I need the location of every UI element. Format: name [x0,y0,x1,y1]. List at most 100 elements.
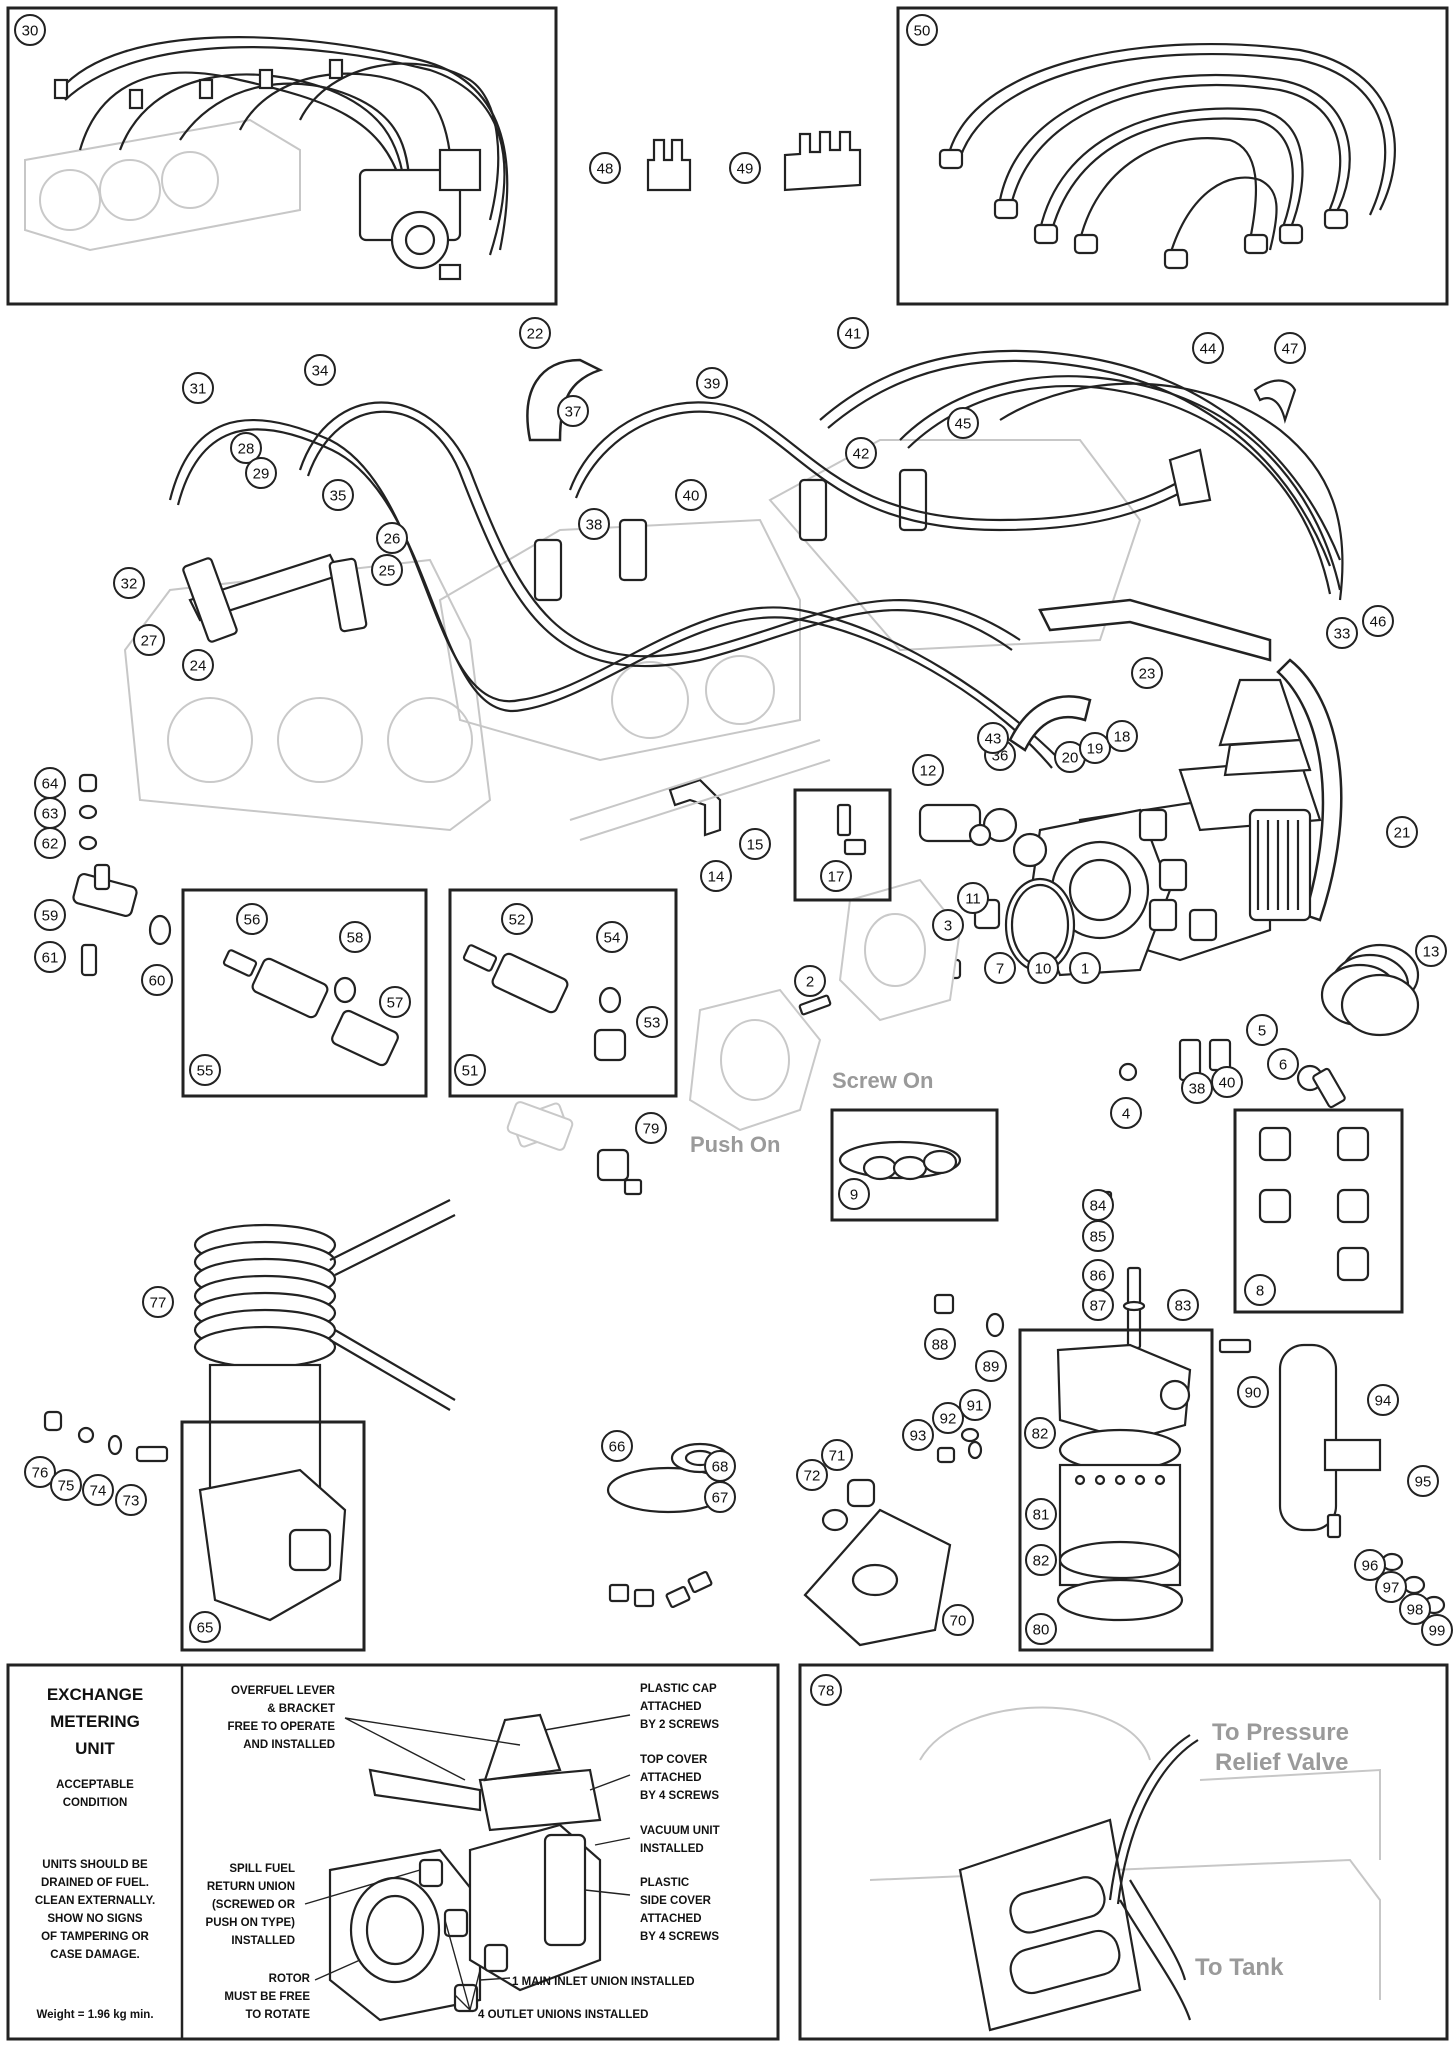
exchange-weight: Weight = 1.96 kg min. [36,2009,153,2021]
callout-45: 45 [947,407,979,439]
callout-circle [339,921,371,953]
exchange-title-1: EXCHANGE [47,1685,143,1704]
label-push-on: Push On [690,1132,780,1157]
callout-57: 57 [379,986,411,1018]
callout-27: 27 [133,624,165,656]
callout-number: 12 [920,763,937,780]
callout-number: 41 [845,326,862,343]
callout-74: 74 [82,1474,114,1506]
outlet-label: 4 OUTLET UNIONS INSTALLED [478,2009,648,2021]
callout-circle [902,1419,934,1451]
overfuel-label-4: AND INSTALLED [243,1739,335,1751]
callout-circle [845,437,877,469]
callout-number: 5 [1258,1023,1266,1040]
inset-55 [181,888,428,1098]
inlet-label: 1 MAIN INLET UNION INSTALLED [512,1976,695,1988]
callout-number: 26 [384,531,401,548]
callout-circle [589,152,621,184]
callout-number: 34 [312,363,329,380]
main-engine-assembly [123,349,1344,922]
callout-99: 99 [1421,1614,1453,1646]
callout-number: 77 [150,1295,167,1312]
callout-number: 55 [197,1063,214,1080]
callout-82: 82 [1025,1544,1057,1576]
callout-circle [1421,1614,1453,1646]
callout-40: 40 [675,479,707,511]
callout-circle [977,722,1009,754]
callout-49: 49 [729,152,761,184]
rotor-label-2: MUST BE FREE [224,1991,310,2003]
exchange-acceptable-1: ACCEPTABLE [56,1779,134,1791]
callout-number: 70 [950,1613,967,1630]
spill-label-1: SPILL FUEL [229,1863,295,1875]
callout-14: 14 [700,860,732,892]
callout-number: 40 [683,488,700,505]
vac-label-2: INSTALLED [640,1843,704,1855]
callout-5: 5 [1246,1014,1278,1046]
callout-17: 17 [820,860,852,892]
inset-50-hose-set [896,6,1449,306]
callout-circle [1079,732,1111,764]
callout-circle [182,372,214,404]
callout-81: 81 [1025,1498,1057,1530]
callout-89: 89 [975,1350,1007,1382]
callout-51: 51 [454,1054,486,1086]
callout-number: 65 [197,1620,214,1637]
callout-number: 60 [149,973,166,990]
callout-78: 78 [810,1674,842,1706]
callout-38: 38 [1181,1072,1213,1104]
callout-56: 56 [236,903,268,935]
callout-64: 64 [34,767,66,799]
callout-circle [557,395,589,427]
callout-number: 93 [910,1428,927,1445]
callout-9: 9 [838,1178,870,1210]
callout-circle [1131,657,1163,689]
callout-83: 83 [1167,1289,1199,1321]
callout-circle [1267,1048,1299,1080]
inset-65 [180,1420,366,1652]
callout-number: 58 [347,930,364,947]
callout-number: 96 [1362,1558,1379,1575]
callout-10: 10 [1027,952,1059,984]
label-to-tank: To Tank [1195,1954,1284,1981]
small-parts-73-76 [43,1410,169,1463]
callout-circle [133,624,165,656]
label-screw-on: Screw On [832,1068,933,1093]
bracket-14 [569,739,831,841]
callout-number: 61 [42,950,59,967]
callout-circle [1082,1289,1114,1321]
callout-number: 94 [1375,1393,1392,1410]
callout-number: 92 [940,1411,957,1428]
callout-50: 50 [906,14,938,46]
callout-number: 95 [1415,1474,1432,1491]
callout-number: 86 [1090,1268,1107,1285]
callout-circle [1027,952,1059,984]
callout-circle [1362,605,1394,637]
callout-number: 33 [1334,626,1351,643]
callout-number: 4 [1122,1106,1130,1123]
callout-number: 30 [22,23,39,40]
callout-circle [24,1456,56,1488]
callout-circle [837,317,869,349]
inset-51 [448,888,678,1098]
callout-number: 38 [586,517,603,534]
callout-number: 43 [985,731,1002,748]
callout-29: 29 [245,457,277,489]
callout-number: 15 [747,837,764,854]
callout-number: 72 [804,1468,821,1485]
callout-number: 90 [1245,1385,1262,1402]
callout-circle [1274,332,1306,364]
callout-38: 38 [578,508,610,540]
callout-circle [379,986,411,1018]
callout-circle [957,882,989,914]
exchange-note-4: SHOW NO SIGNS [47,1913,143,1925]
cap-label-2: ATTACHED [640,1701,702,1713]
exchange-note-3: CLEAN EXTERNALLY. [35,1895,155,1907]
callout-circle [1407,1465,1439,1497]
inset-9-orings [830,1108,999,1222]
cap-label-1: PLASTIC CAP [640,1683,717,1695]
side-label-2: SIDE COVER [640,1895,712,1907]
callout-number: 56 [244,912,261,929]
callout-circle [975,1350,1007,1382]
